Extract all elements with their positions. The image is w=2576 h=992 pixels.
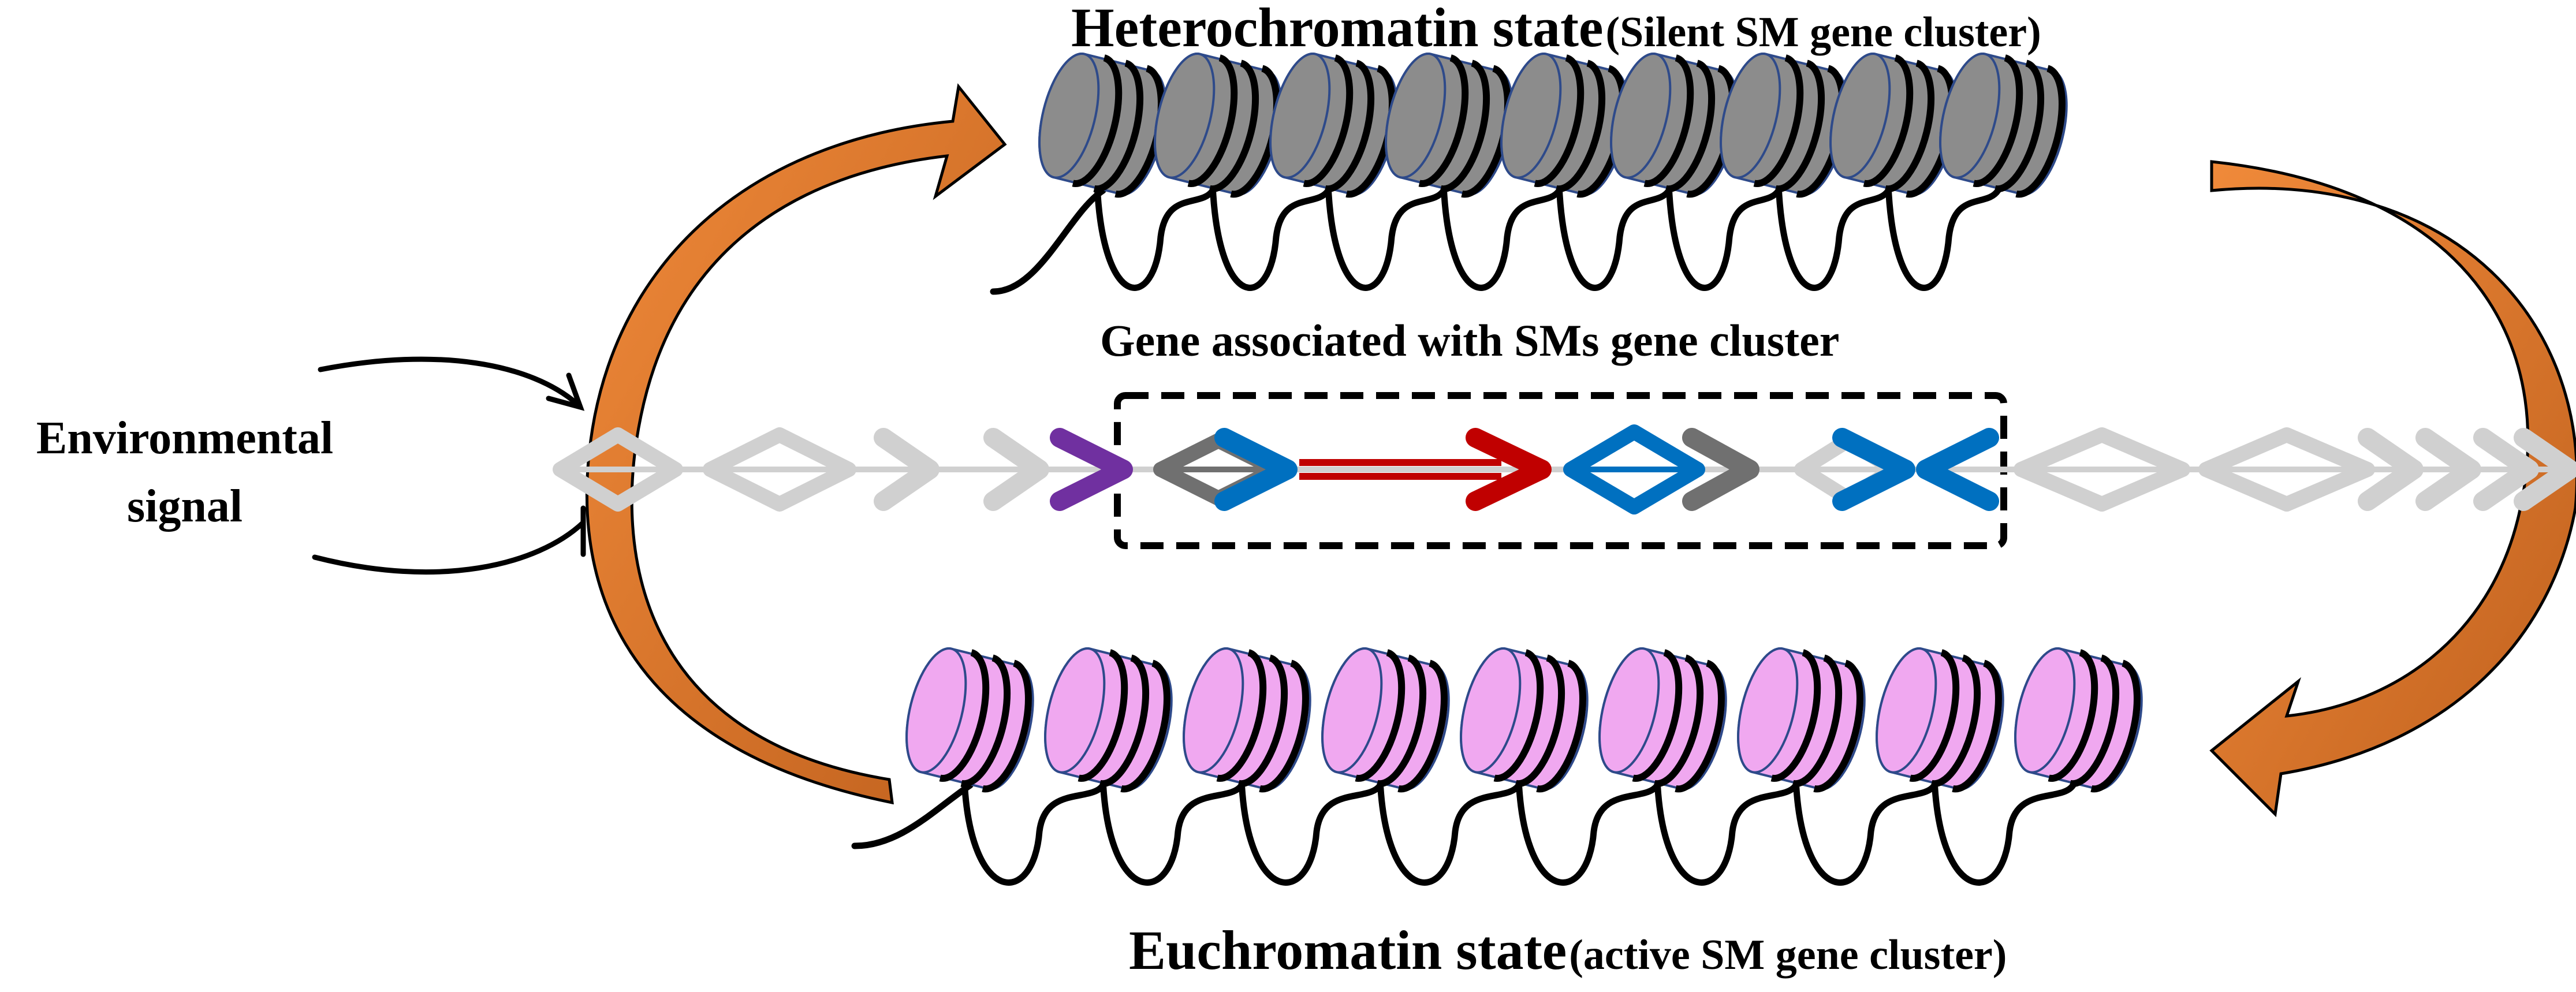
left-cycle-arrow [585,83,1007,805]
right-cycle-arrow [2209,160,2576,818]
nucleosome [1044,647,1173,793]
heterochromatin-fiber [990,53,2068,295]
euchromatin-title-text: Euchromatin state [1129,919,1567,981]
gene-cluster-label: Gene associated with SMs gene cluster [1100,315,1840,366]
flanking-gene [703,427,856,512]
nucleosome [1154,53,1283,198]
euchromatin-subtitle: (active SM gene cluster) [1569,931,2007,979]
cluster-gene-red [1466,428,1552,511]
flanking-gene [2198,427,2375,512]
nucleosome [1038,53,1167,198]
flanking-gene [874,428,940,511]
nucleosome [1876,647,2004,793]
flanking-gene [983,428,1049,511]
heterochromatin-subtitle: (Silent SM gene cluster) [1605,9,2041,56]
linker-dna [851,776,2077,886]
nucleosome [1321,647,1450,793]
linker-dna [990,181,2001,295]
nucleosome [905,647,1034,793]
nucleosome [1598,647,1727,793]
nucleosome [1183,647,1311,793]
cluster-gene-blue [1214,428,1298,511]
nucleosome [2014,647,2143,793]
euchromatin-title: Euchromatin state (active SM gene cluste… [1129,918,2007,982]
gene-track [553,424,2576,514]
nucleosome [1829,53,1958,198]
flanking-gene [2514,428,2576,511]
nucleosome [1269,53,1398,198]
cluster-gene-blue-diamond [1563,424,1705,514]
flanking-gene [553,427,683,512]
nucleosome [1460,647,1589,793]
euchromatin-fiber [851,647,2143,886]
flanking-gene [2358,428,2424,511]
environmental-signal-line1: Environmental [36,413,334,464]
flanking-gene [2014,427,2190,512]
cluster-gene-blue-reverse [1916,428,1999,511]
nucleosome [1385,53,1513,198]
cluster-gene-purple [1050,428,1133,511]
cluster-gene-darkgray [1682,428,1759,511]
nucleosome [1610,53,1739,198]
environmental-signal-arrows [312,356,586,575]
nucleosome [1939,53,2068,198]
flanking-gene [2415,428,2481,511]
environmental-signal-line2: signal [126,481,243,532]
cluster-gene-blue [1832,428,1915,511]
heterochromatin-title-text: Heterochromatin state [1071,0,1604,58]
nucleosome [1720,53,1848,198]
flanking-gene [2473,428,2539,511]
heterochromatin-title: Heterochromatin state (Silent SM gene cl… [1071,0,2041,59]
nucleosome [1737,647,1866,793]
environmental-signal-label: Environmental signal [0,404,370,540]
